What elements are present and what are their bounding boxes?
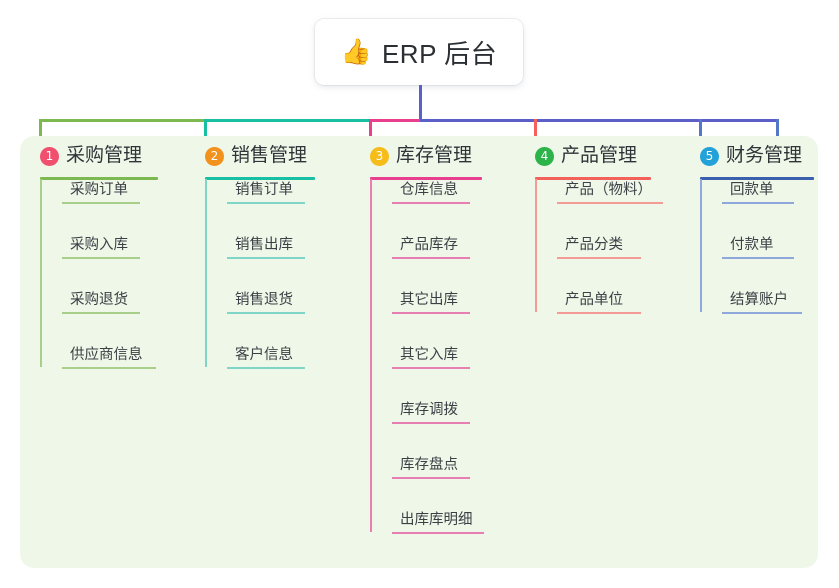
leaf-item[interactable]: 采购订单 [62, 178, 140, 204]
leaf-item-label: 产品单位 [565, 292, 623, 308]
column-underline [535, 177, 651, 180]
connector-drop-2 [204, 119, 207, 147]
column-title: 产品管理 [561, 145, 638, 166]
leaf-item-label: 其它出库 [400, 292, 458, 308]
leaf-item[interactable]: 付款单 [722, 233, 794, 259]
leaf-item[interactable]: 出库库明细 [392, 508, 484, 534]
column-title: 采购管理 [66, 145, 143, 166]
leaf-item-underline [392, 367, 470, 369]
column-title: 财务管理 [726, 145, 803, 166]
leaf-item-label: 采购入库 [70, 237, 128, 253]
leaf-item-underline [62, 312, 140, 314]
leaf-item[interactable]: 销售订单 [227, 178, 305, 204]
root-node-content: 👍 ERP 后台 [341, 34, 497, 71]
column-underline [370, 177, 482, 180]
leaf-item[interactable]: 采购入库 [62, 233, 140, 259]
leaf-item[interactable]: 销售退货 [227, 288, 305, 314]
connector-bus-segment-2 [205, 119, 370, 122]
leaf-item-underline [392, 477, 470, 479]
column-badge-3: 3 [370, 147, 389, 166]
leaf-item-label: 仓库信息 [400, 182, 458, 198]
connector-drop-5 [699, 119, 702, 147]
leaf-item-underline [227, 312, 305, 314]
leaf-item-underline [392, 312, 470, 314]
connector-drop-5-end [776, 119, 779, 147]
connector-bus-segment-3 [370, 119, 420, 122]
leaf-item-underline [227, 257, 305, 259]
leaf-item-label: 结算账户 [730, 292, 788, 308]
leaf-item-underline [227, 202, 305, 204]
leaf-item-underline [557, 202, 663, 204]
leaf-item[interactable]: 其它出库 [392, 288, 470, 314]
leaf-item[interactable]: 销售出库 [227, 233, 305, 259]
leaf-item[interactable]: 回款单 [722, 178, 794, 204]
leaf-item-label: 产品分类 [565, 237, 623, 253]
leaf-item-underline [62, 257, 140, 259]
column-spine [535, 179, 537, 312]
leaf-item-label: 采购退货 [70, 292, 128, 308]
column-underline [205, 177, 315, 180]
connector-bus-segment-1 [39, 119, 205, 122]
column-underline [700, 177, 814, 180]
column-title: 库存管理 [396, 145, 473, 166]
column-badge-2: 2 [205, 147, 224, 166]
leaf-item-label: 出库库明细 [400, 512, 473, 528]
leaf-item-label: 产品（物料） [565, 182, 652, 198]
column-title: 销售管理 [231, 145, 308, 166]
leaf-item[interactable]: 库存调拨 [392, 398, 470, 424]
leaf-item-underline [722, 257, 794, 259]
leaf-item-label: 付款单 [730, 237, 774, 253]
leaf-item[interactable]: 采购退货 [62, 288, 140, 314]
column-spine [205, 179, 207, 367]
leaf-item-underline [722, 202, 794, 204]
leaf-item-underline [557, 312, 641, 314]
leaf-item-label: 销售退货 [235, 292, 293, 308]
leaf-item-label: 库存盘点 [400, 457, 458, 473]
leaf-item-label: 回款单 [730, 182, 774, 198]
leaf-item-label: 产品库存 [400, 237, 458, 253]
leaf-item-underline [392, 257, 470, 259]
root-node[interactable]: 👍 ERP 后台 [315, 19, 523, 85]
leaf-item[interactable]: 结算账户 [722, 288, 802, 314]
leaf-item-label: 供应商信息 [70, 347, 143, 363]
connector-drop-4 [534, 119, 537, 147]
connector-drop-3 [369, 119, 372, 147]
column-badge-4: 4 [535, 147, 554, 166]
leaf-item[interactable]: 产品分类 [557, 233, 641, 259]
leaf-item-underline [392, 422, 470, 424]
leaf-item-underline [227, 367, 305, 369]
leaf-item[interactable]: 其它入库 [392, 343, 470, 369]
leaf-item[interactable]: 客户信息 [227, 343, 305, 369]
leaf-item-label: 其它入库 [400, 347, 458, 363]
leaf-item[interactable]: 产品单位 [557, 288, 641, 314]
connector-bus-segment-4 [420, 119, 778, 122]
leaf-item[interactable]: 仓库信息 [392, 178, 470, 204]
column-underline [40, 177, 158, 180]
leaf-item-label: 销售订单 [235, 182, 293, 198]
leaf-item-underline [62, 202, 140, 204]
column-badge-5: 5 [700, 147, 719, 166]
diagram-panel [20, 136, 818, 568]
column-spine [700, 179, 702, 312]
leaf-item[interactable]: 供应商信息 [62, 343, 156, 369]
connector-drop-1 [39, 119, 42, 147]
leaf-item-underline [62, 367, 156, 369]
leaf-item-label: 库存调拨 [400, 402, 458, 418]
leaf-item-underline [392, 532, 484, 534]
leaf-item-label: 销售出库 [235, 237, 293, 253]
leaf-item-underline [557, 257, 641, 259]
leaf-item[interactable]: 产品（物料） [557, 178, 663, 204]
column-badge-1: 1 [40, 147, 59, 166]
root-node-title: ERP 后台 [381, 38, 498, 69]
column-spine [40, 179, 42, 367]
column-spine [370, 179, 372, 532]
leaf-item[interactable]: 库存盘点 [392, 453, 470, 479]
leaf-item-label: 采购订单 [70, 182, 128, 198]
thumbs-up-icon: 👍 [340, 37, 372, 66]
leaf-item-label: 客户信息 [235, 347, 293, 363]
leaf-item-underline [392, 202, 470, 204]
connector-root-drop [419, 85, 422, 122]
leaf-item[interactable]: 产品库存 [392, 233, 470, 259]
leaf-item-underline [722, 312, 802, 314]
